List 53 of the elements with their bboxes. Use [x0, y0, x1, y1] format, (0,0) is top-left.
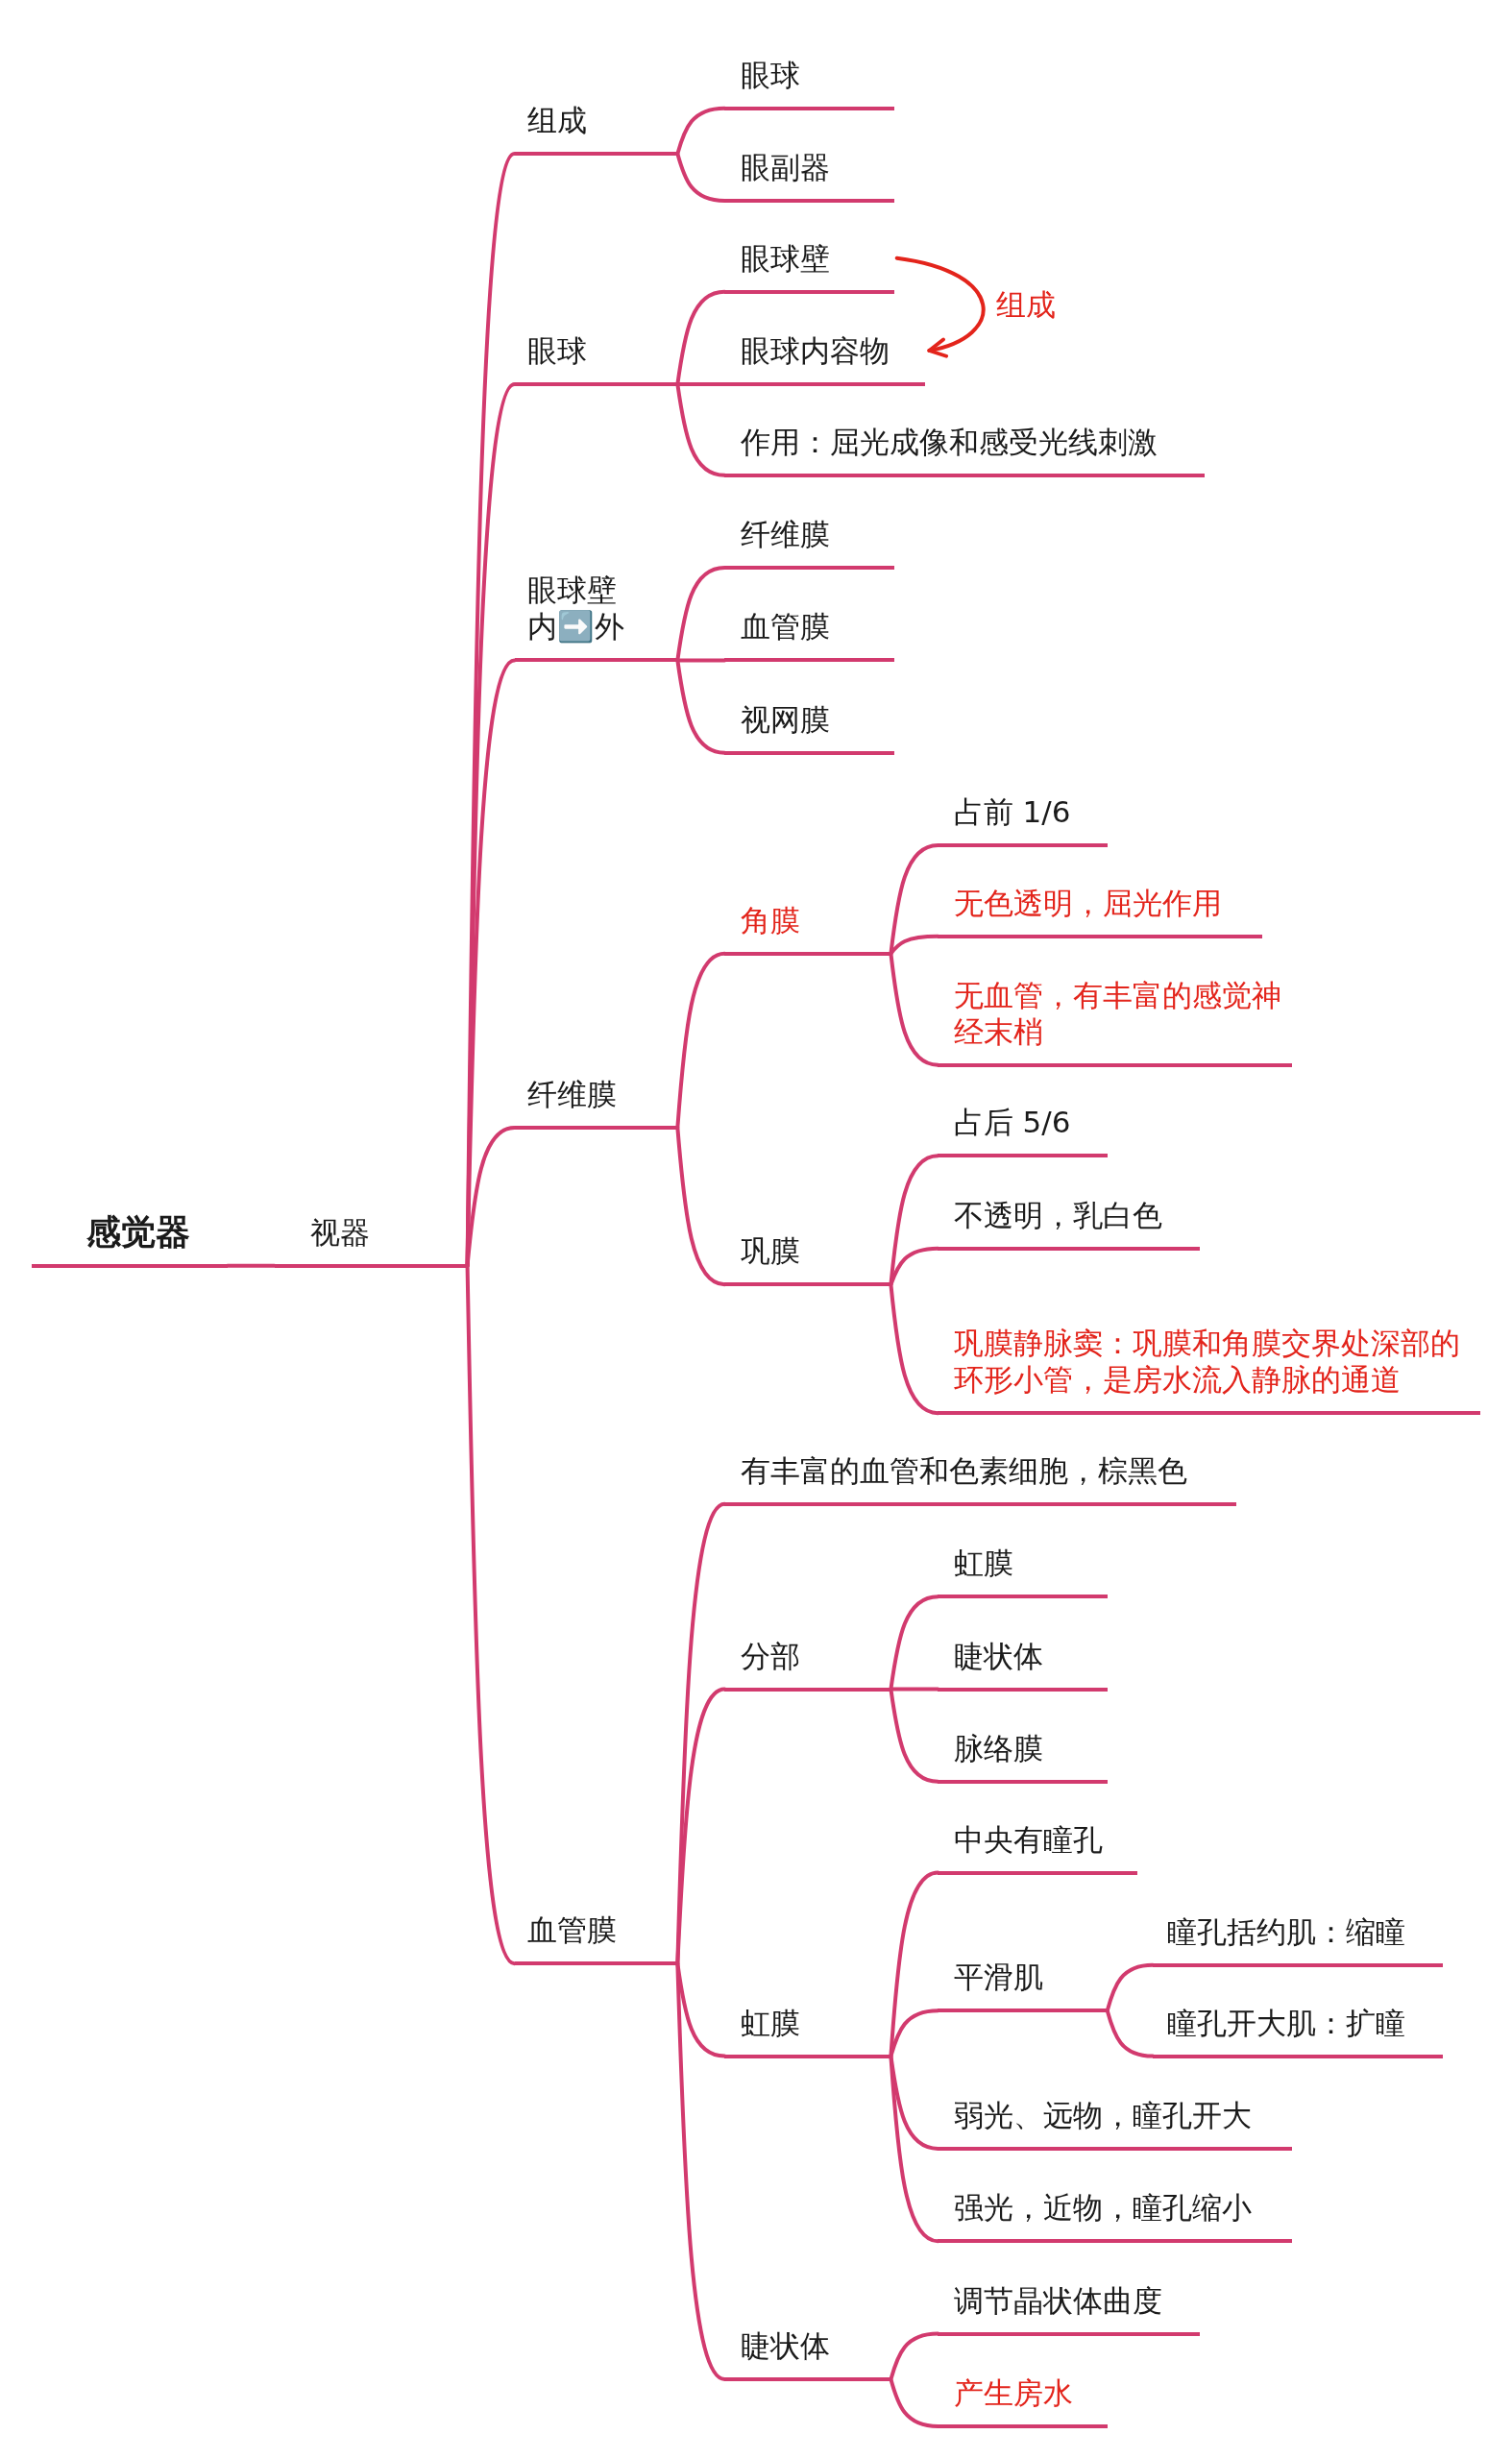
branch-line [675, 106, 727, 156]
branch-line [1105, 2009, 1156, 2058]
branch-line [889, 2009, 940, 2058]
branch-line [889, 2331, 940, 2381]
branch-line [465, 1125, 517, 1268]
topic-label: 血管膜 [724, 608, 894, 663]
topic-label: 眼球壁内➡外 [514, 572, 678, 663]
topic-label: 瞳孔括约肌：缩瞳 [1153, 1912, 1444, 1967]
topic-label: 视器 [274, 1213, 468, 1268]
topic-label: 平滑肌 [938, 1959, 1108, 2013]
topic-label: 脉络膜 [938, 1729, 1108, 1784]
topic-label: 无色透明，屈光作用 [938, 884, 1263, 938]
topic-label: 虹膜 [938, 1545, 1108, 1599]
topic-label: 无血管，有丰富的感觉神经末梢 [938, 976, 1293, 1067]
topic-label: 强光，近物，瞳孔缩小 [938, 2189, 1293, 2244]
topic-label: 眼球 [724, 56, 894, 110]
topic-label: 作用：屈光成像和感受光线刺激 [724, 423, 1205, 477]
branch-line [889, 1282, 940, 1416]
topic-label: 中央有瞳孔 [938, 1820, 1137, 1875]
topic-label: 眼球内容物 [724, 332, 926, 386]
topic-label: 产生房水 [938, 2374, 1108, 2428]
branch-line [675, 1125, 727, 1287]
topic-label: 眼副器 [724, 149, 894, 203]
topic-label: 血管膜 [514, 1911, 678, 1966]
topic-label: 纤维膜 [724, 516, 894, 571]
topic-label: 占后 5/6 [938, 1104, 1108, 1158]
topic-label: 虹膜 [724, 2004, 891, 2058]
branch-line [225, 1263, 277, 1268]
topic-label: 占前 1/6 [938, 793, 1108, 848]
branch-line [675, 152, 727, 203]
branch-line [889, 2054, 940, 2244]
topic-label: 睫状体 [724, 2326, 891, 2381]
topic-label: 弱光、远物，瞳孔开大 [938, 2096, 1293, 2151]
topic-label: 分部 [724, 1637, 891, 1692]
branch-line [675, 1961, 727, 2381]
curved-arrow [894, 256, 986, 357]
topic-label: 有丰富的血管和色素细胞，棕黑色 [724, 1451, 1236, 1506]
topic-label: 眼球壁 [724, 239, 894, 294]
topic-label: 眼球 [514, 332, 678, 386]
topic-label: 调节晶状体曲度 [938, 2281, 1201, 2336]
central-topic: 感觉器 [31, 1213, 228, 1268]
topic-label: 不透明，乳白色 [938, 1196, 1201, 1251]
branch-line [889, 951, 940, 1067]
topic-label: 组成 [514, 102, 678, 156]
topic-label: 睫状体 [938, 1637, 1108, 1692]
topic-label: 巩膜静脉窦：巩膜和角膜交界处深部的环形小管，是房水流入静脉的通道 [938, 1325, 1481, 1416]
topic-label: 视网膜 [724, 700, 894, 755]
topic-label: 巩膜 [724, 1232, 891, 1287]
branch-line [465, 1263, 517, 1966]
topic-label: 角膜 [724, 901, 891, 956]
topic-label: 纤维膜 [514, 1075, 678, 1130]
topic-label: 瞳孔开大肌：扩瞳 [1153, 2004, 1444, 2058]
branch-line [889, 2376, 940, 2428]
